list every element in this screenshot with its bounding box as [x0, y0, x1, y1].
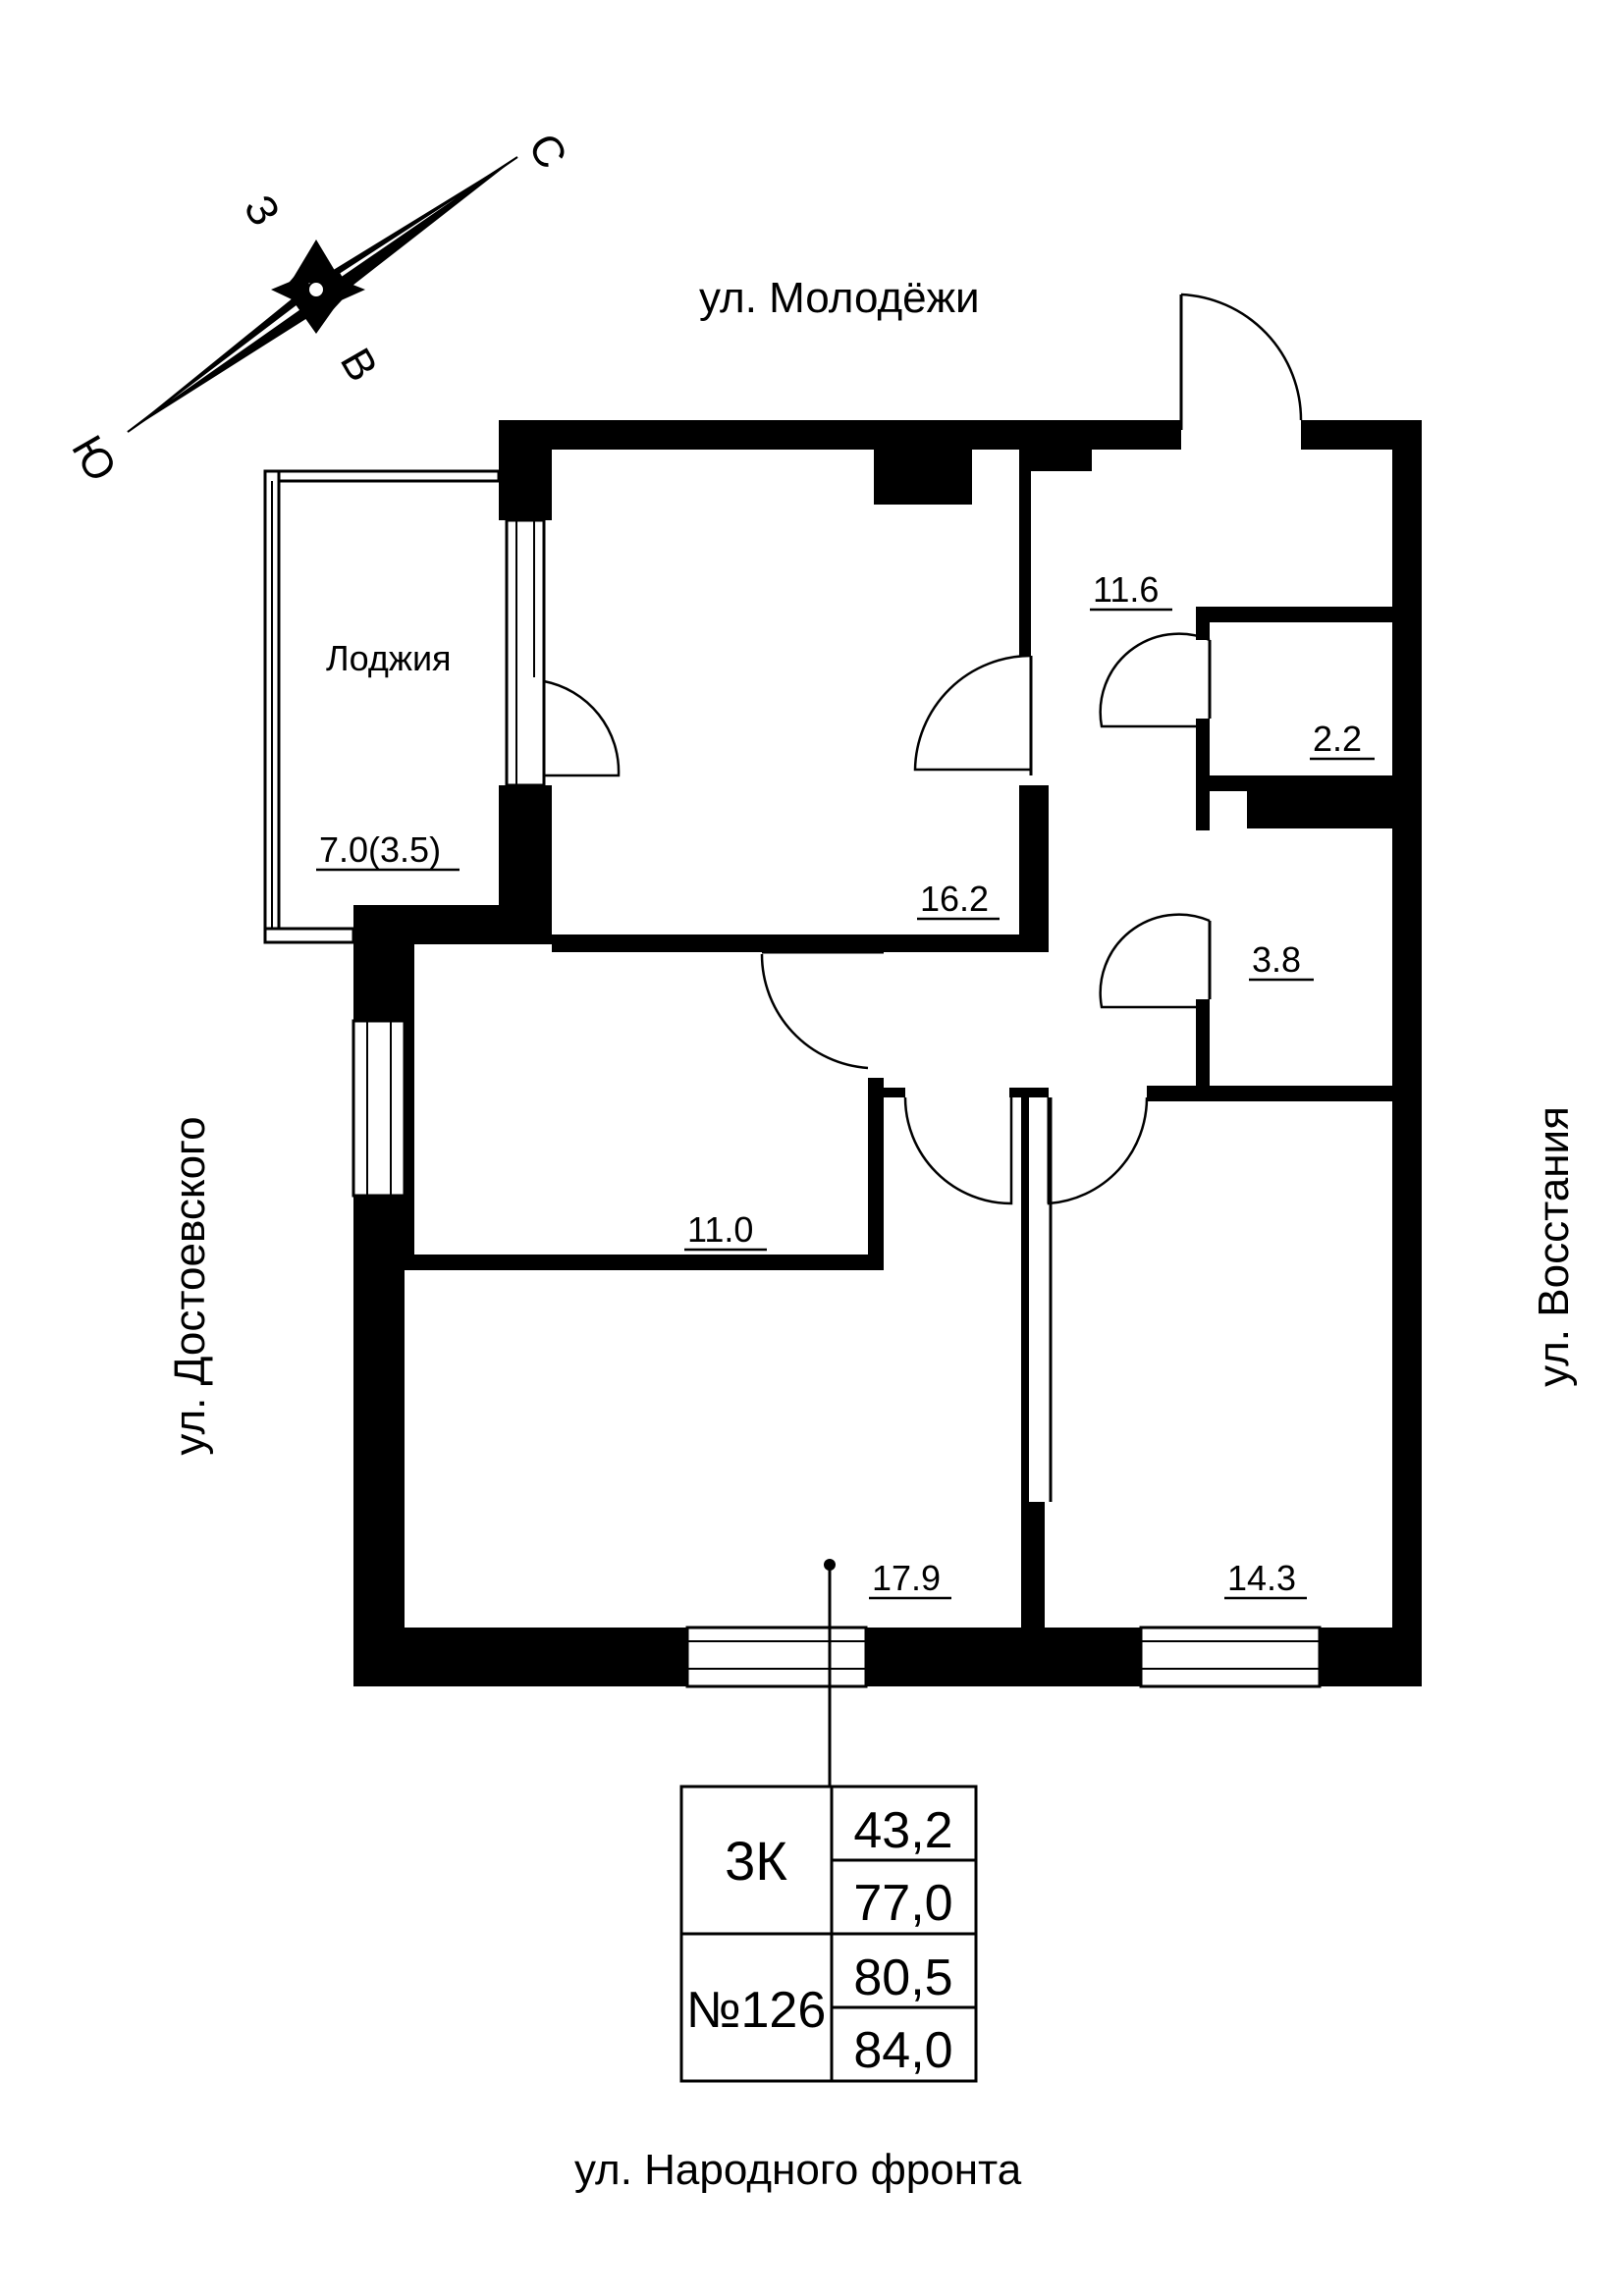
compass-center	[307, 281, 325, 298]
street-left: ул. Достоевского	[166, 1116, 214, 1455]
apartment-type: 3К	[725, 1830, 787, 1892]
room-area-11-6: 11.6	[1093, 569, 1159, 610]
compass-north-needle-highlight	[337, 156, 518, 280]
room-labels: Лоджия 7.0(3.5) 16.2 11.6 2.2 3.8 11.0 1…	[316, 569, 1375, 1600]
room-area-14-3: 14.3	[1227, 1558, 1296, 1598]
apartment-number: №126	[686, 1982, 827, 2039]
compass-star-top	[293, 240, 340, 285]
street-top: ул. Молодёжи	[699, 274, 980, 322]
compass-star-left	[271, 275, 312, 306]
compass-west-label: З	[235, 187, 290, 235]
compass-north-needle	[309, 157, 517, 306]
loggia	[263, 469, 501, 944]
area-with-loggia-full-value: 84,0	[853, 2022, 952, 2079]
room-area-2-2: 2.2	[1313, 719, 1362, 759]
compass-star-outline	[283, 250, 352, 329]
room-area-17-9: 17.9	[872, 1558, 941, 1598]
compass-east-label: В	[331, 341, 387, 390]
loggia-label: Лоджия	[326, 638, 452, 678]
info-table: 3К №126 43,2 77,0 80,5 84,0	[679, 1785, 978, 2083]
room-area-11-0: 11.0	[687, 1209, 753, 1250]
compass-north-label: С	[518, 126, 575, 177]
room-area-3-8: 3.8	[1252, 939, 1301, 980]
loggia-area: 7.0(3.5)	[319, 829, 441, 870]
living-area-value: 43,2	[853, 1802, 952, 1859]
street-bottom: ул. Народного фронта	[574, 2146, 1022, 2194]
street-right: ул. Восстания	[1530, 1106, 1578, 1387]
compass-south-needle-highlight	[127, 294, 314, 433]
room-area-16-2: 16.2	[920, 879, 989, 919]
area-with-loggia-reduced-value: 80,5	[853, 1949, 952, 2006]
windows	[352, 518, 1322, 1688]
doors	[542, 293, 1303, 1205]
compass-star-right	[322, 275, 365, 306]
compass-south-label: Ю	[62, 428, 126, 490]
total-area-value: 77,0	[853, 1875, 952, 1932]
